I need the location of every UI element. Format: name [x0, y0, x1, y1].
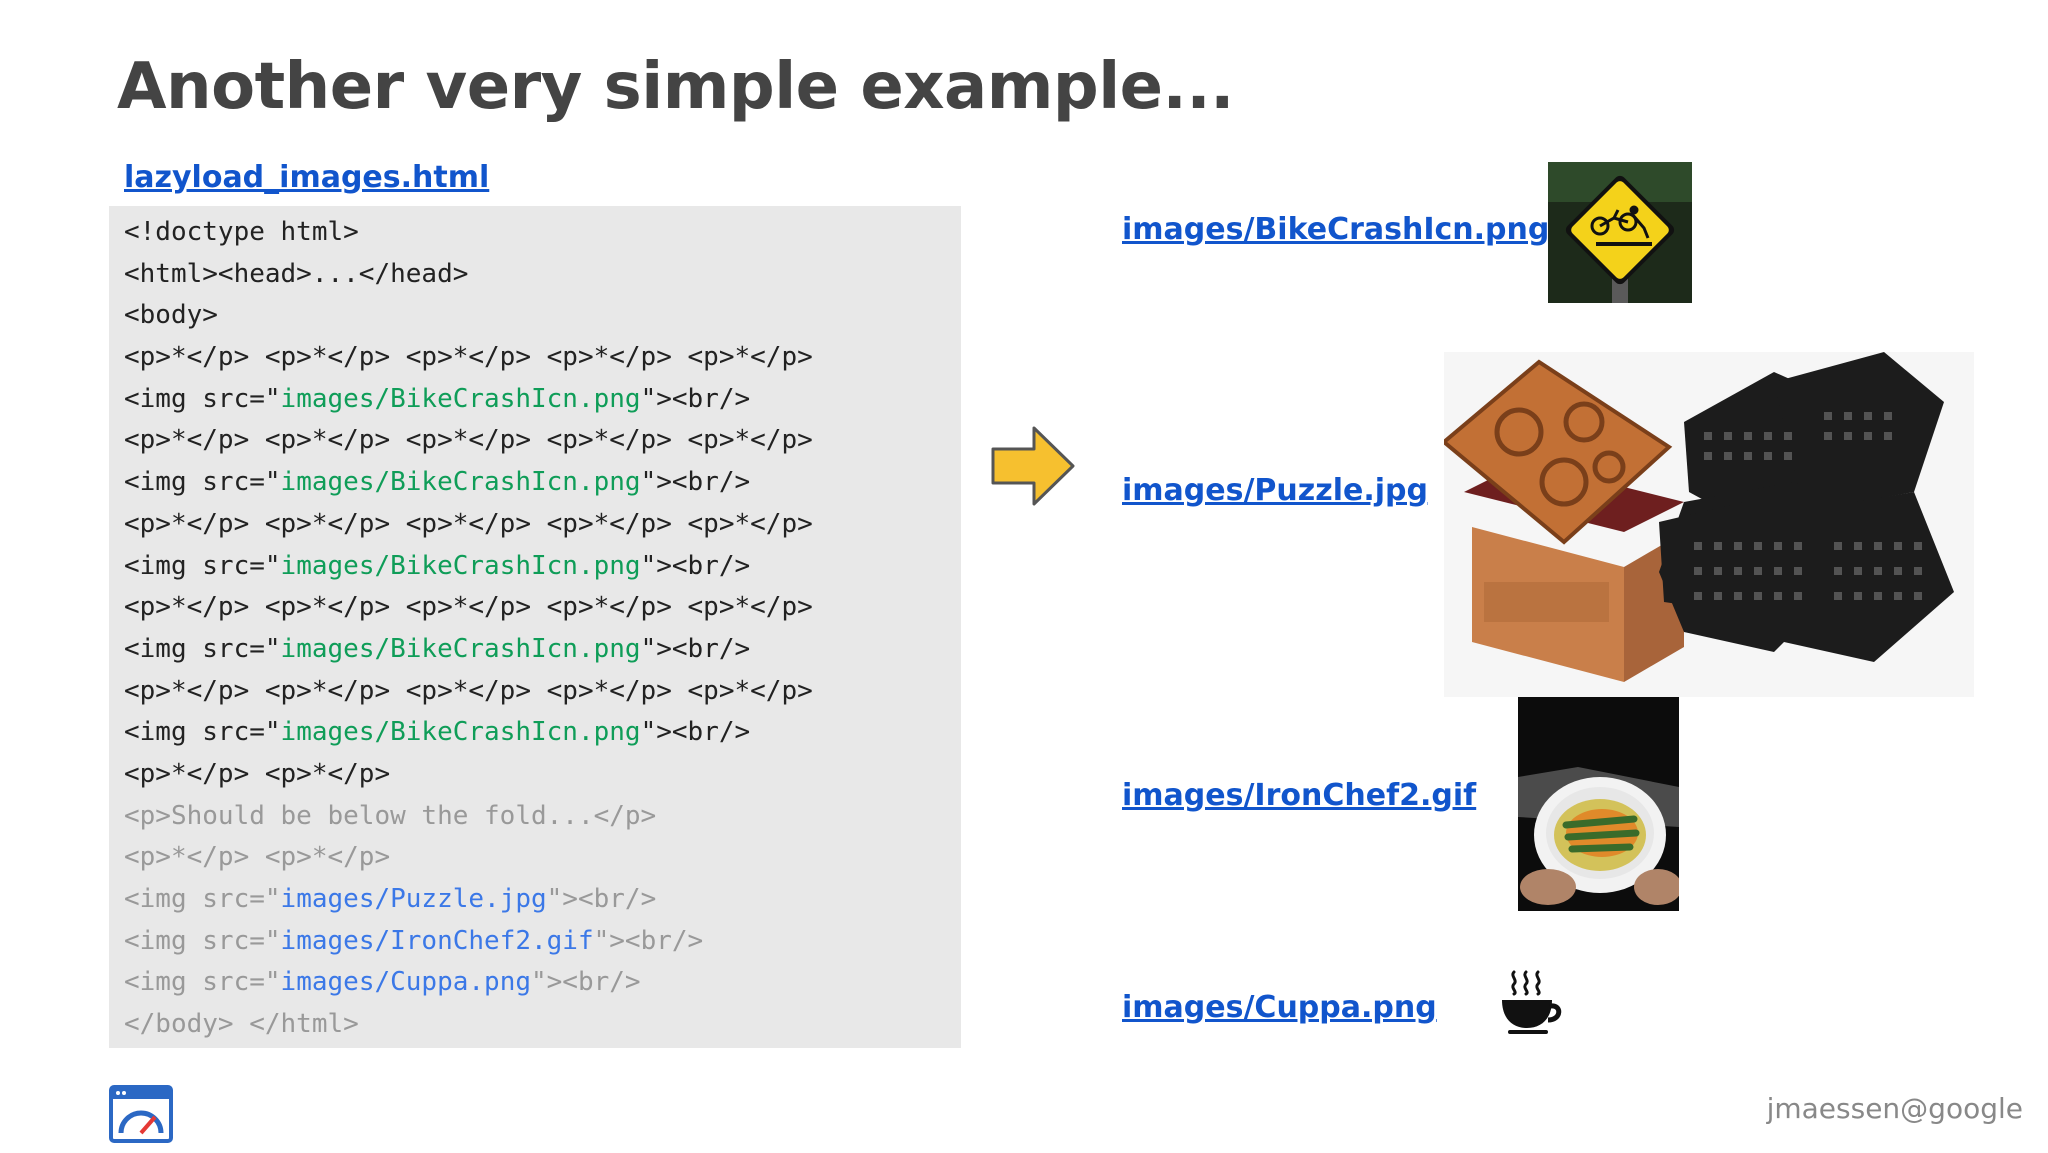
- code-text: <img src=": [124, 550, 281, 581]
- footer-author: jmaessen@google: [1766, 1092, 2023, 1125]
- code-text: <!doctype html>: [124, 217, 359, 247]
- code-line: <p>*</p> <p>*</p> <p>*</p> <p>*</p> <p>*…: [124, 504, 813, 546]
- code-line: <!doctype html>: [124, 212, 813, 254]
- code-text: <p>*</p> <p>*</p> <p>*</p> <p>*</p> <p>*…: [124, 592, 813, 623]
- code-line: <img src="images/BikeCrashIcn.png"><br/>: [124, 712, 813, 754]
- code-line: <img src="images/Puzzle.jpg"><br/>: [124, 879, 813, 921]
- result-link-ironchef[interactable]: images/IronChef2.gif: [1122, 778, 1477, 813]
- code-text: <img src=": [124, 467, 281, 498]
- code-string: images/Puzzle.jpg: [280, 884, 547, 914]
- result-link-cuppa[interactable]: images/Cuppa.png: [1122, 990, 1437, 1025]
- code-line: <img src="images/Cuppa.png"><br/>: [124, 962, 813, 1004]
- code-string: images/BikeCrashIcn.png: [280, 717, 641, 748]
- code-text: <img src=": [124, 633, 281, 664]
- code-block: <!doctype html> <html><head>...</head> <bo…: [124, 212, 813, 1046]
- code-text: "><br/>: [640, 717, 751, 748]
- code-line: <p>*</p> <p>*</p> <p>*</p> <p>*</p> <p>*…: [124, 420, 813, 462]
- code-text: "><br/>: [640, 467, 751, 498]
- code-text: <img src=": [124, 884, 281, 914]
- code-text: <p>*</p> <p>*</p>: [124, 842, 391, 873]
- code-line: <img src="images/IronChef2.gif"><br/>: [124, 921, 813, 963]
- code-text: <p>*</p> <p>*</p> <p>*</p> <p>*</p> <p>*…: [124, 675, 813, 706]
- code-text: "><br/>: [640, 633, 751, 664]
- code-text: <html><head>...</head>: [124, 258, 469, 289]
- code-text: <img src=": [124, 383, 281, 414]
- code-string: images/BikeCrashIcn.png: [280, 550, 641, 581]
- coffee-cup-icon: [1500, 968, 1564, 1036]
- code-text: <p>*</p> <p>*</p> <p>*</p> <p>*</p> <p>*…: [124, 425, 813, 456]
- right-arrow-icon: [990, 425, 1076, 512]
- code-line: <p>*</p> <p>*</p>: [124, 837, 813, 879]
- code-text: "><br/>: [546, 884, 657, 914]
- puzzle-image: [1444, 352, 1974, 697]
- code-text: "><br/>: [640, 383, 751, 414]
- code-line: <p>*</p> <p>*</p>: [124, 754, 813, 796]
- slide-title: Another very simple example...: [117, 50, 1234, 124]
- code-string: images/BikeCrashIcn.png: [280, 467, 641, 498]
- code-string: images/BikeCrashIcn.png: [280, 633, 641, 664]
- code-string: images/Cuppa.png: [280, 967, 531, 998]
- code-text: <p>*</p> <p>*</p> <p>*</p> <p>*</p> <p>*…: [124, 508, 813, 539]
- pagespeed-logo-icon: [109, 1085, 173, 1148]
- code-line: <html><head>...</head>: [124, 254, 813, 296]
- code-text: </body> </html>: [124, 1009, 359, 1040]
- code-text: <p>Should be below the fold...</p>: [124, 800, 657, 831]
- result-link-bikecrash[interactable]: images/BikeCrashIcn.png: [1122, 212, 1550, 247]
- code-line: <body>: [124, 295, 813, 337]
- code-line: <p>*</p> <p>*</p> <p>*</p> <p>*</p> <p>*…: [124, 671, 813, 713]
- code-line: <p>Should be below the fold...</p>: [124, 796, 813, 838]
- code-line: <p>*</p> <p>*</p> <p>*</p> <p>*</p> <p>*…: [124, 587, 813, 629]
- code-text: <p>*</p> <p>*</p> <p>*</p> <p>*</p> <p>*…: [124, 342, 813, 373]
- code-text: "><br/>: [593, 925, 704, 956]
- result-link-puzzle[interactable]: images/Puzzle.jpg: [1122, 473, 1428, 508]
- code-text: <p>*</p> <p>*</p>: [124, 758, 391, 789]
- code-text: <img src=": [124, 717, 281, 748]
- code-line: </body> </html>: [124, 1004, 813, 1046]
- code-string: images/IronChef2.gif: [280, 925, 594, 956]
- bike-crash-sign-image: [1548, 162, 1692, 303]
- code-line: <img src="images/BikeCrashIcn.png"><br/>: [124, 379, 813, 421]
- code-line: <img src="images/BikeCrashIcn.png"><br/>: [124, 546, 813, 588]
- code-string: images/BikeCrashIcn.png: [280, 383, 641, 414]
- code-line: <p>*</p> <p>*</p> <p>*</p> <p>*</p> <p>*…: [124, 337, 813, 379]
- code-text: <body>: [124, 300, 218, 331]
- iron-chef-dish-image: [1518, 697, 1679, 911]
- code-text: "><br/>: [640, 550, 751, 581]
- code-line: <img src="images/BikeCrashIcn.png"><br/>: [124, 629, 813, 671]
- code-text: "><br/>: [531, 967, 641, 998]
- code-block-background: [109, 206, 961, 1048]
- code-text: <img src=": [124, 967, 281, 998]
- code-text: <img src=": [124, 925, 281, 956]
- code-line: <img src="images/BikeCrashIcn.png"><br/>: [124, 462, 813, 504]
- source-file-link[interactable]: lazyload_images.html: [124, 160, 490, 195]
